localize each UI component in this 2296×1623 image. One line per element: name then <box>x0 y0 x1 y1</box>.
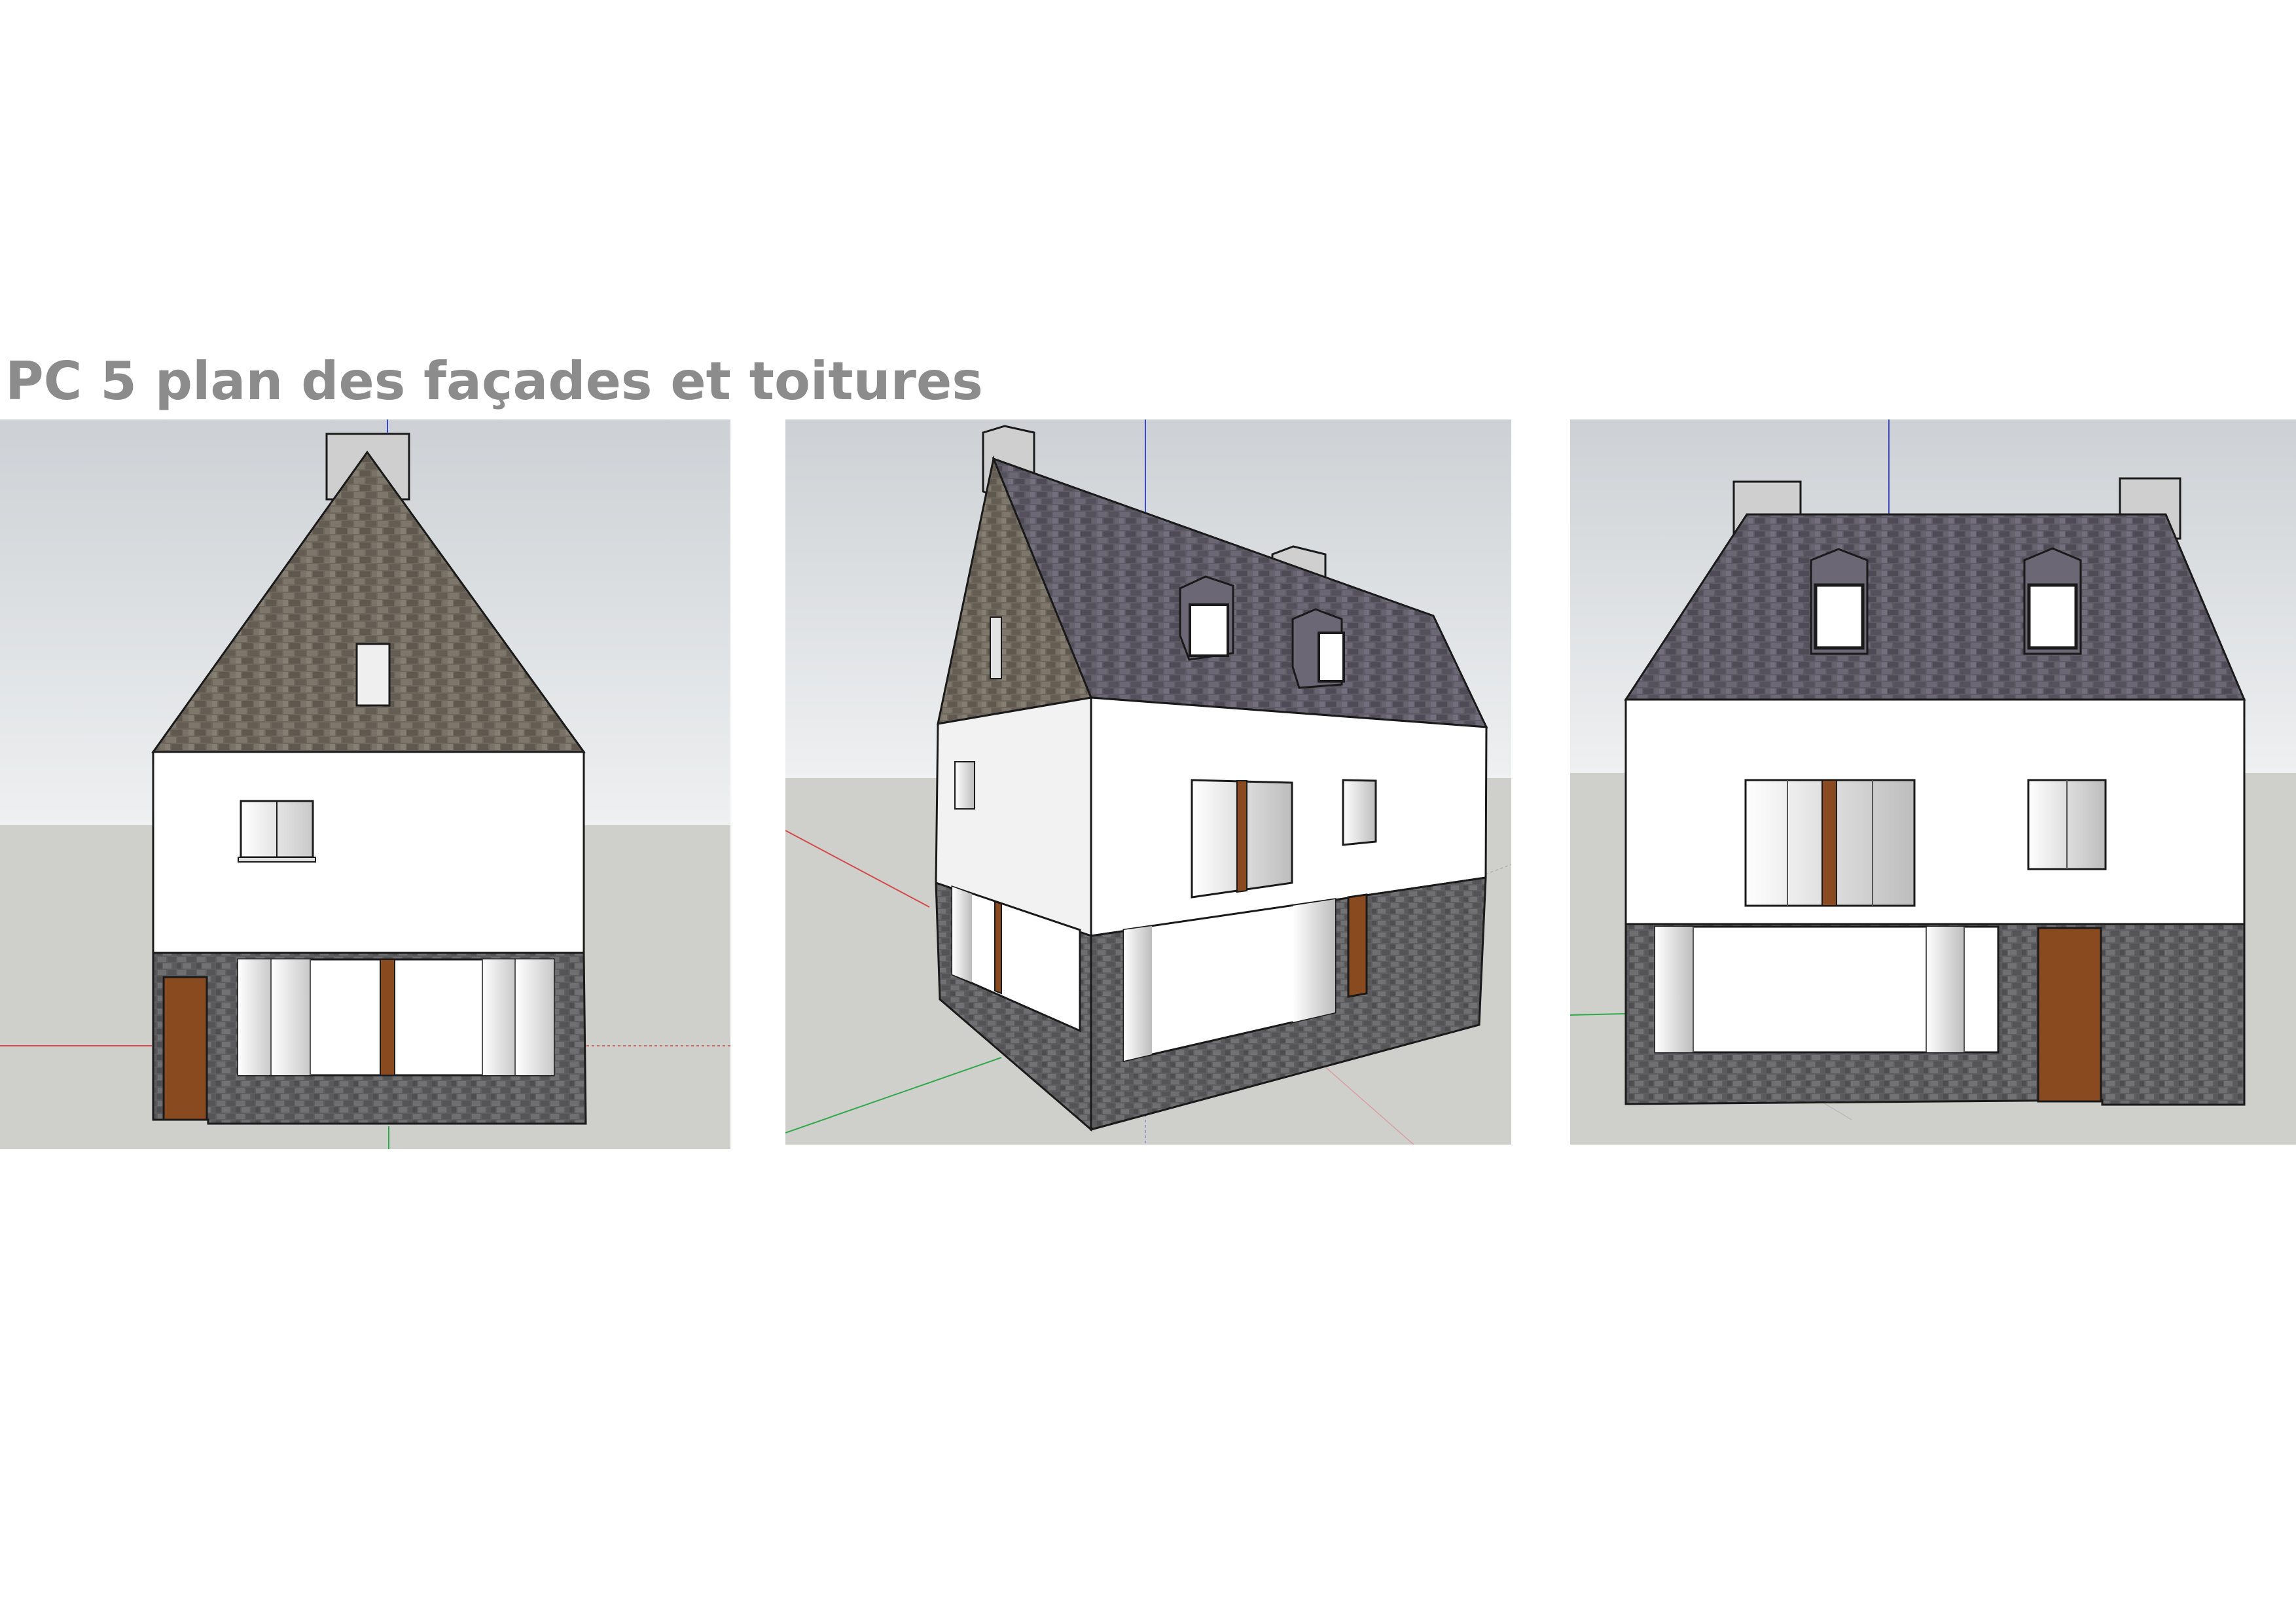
side-window <box>954 761 975 810</box>
long-facade-drawing <box>1570 419 2296 1145</box>
front-gable-drawing <box>0 419 730 1149</box>
upper-window-small <box>1342 779 1377 846</box>
upper-wall <box>152 751 585 954</box>
roof-window <box>355 643 391 707</box>
wood-mullion <box>380 959 395 1076</box>
entry-door <box>2037 927 2102 1103</box>
front-door <box>1347 893 1368 998</box>
long-facade-view <box>1570 419 2296 1145</box>
perspective-drawing <box>785 419 1511 1145</box>
entry-door <box>162 976 208 1121</box>
page-title: PC 5 plan des façades et toitures <box>5 351 983 412</box>
upper-wall <box>1624 698 2246 925</box>
perspective-view <box>785 419 1511 1145</box>
gable-window <box>990 616 1002 679</box>
front-gable-view <box>0 419 730 1149</box>
